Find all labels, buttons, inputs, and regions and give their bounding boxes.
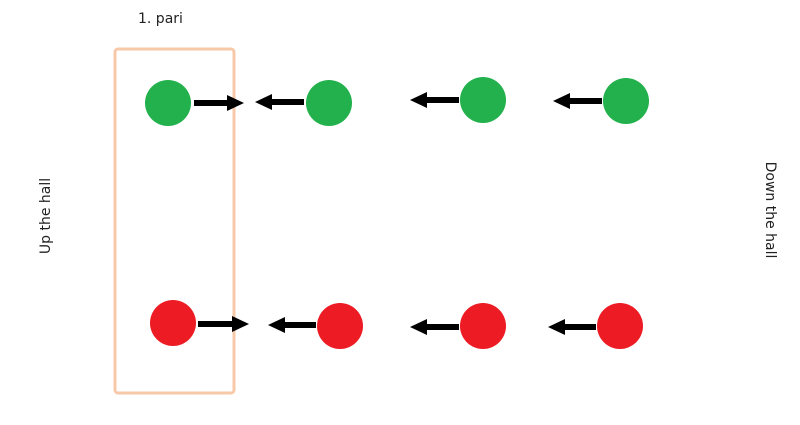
red-dot <box>150 300 196 346</box>
green-dot <box>603 78 649 124</box>
arrow-left <box>410 319 459 335</box>
red-dot <box>317 303 363 349</box>
arrow-left <box>553 93 602 109</box>
green-dot <box>306 80 352 126</box>
arrow-left <box>548 319 596 335</box>
arrow-right <box>194 95 244 111</box>
arrow-left <box>410 92 459 108</box>
red-dot <box>460 303 506 349</box>
green-dot <box>460 77 506 123</box>
red-dot <box>597 303 643 349</box>
pair-label: 1. pari <box>138 11 183 27</box>
arrow-right <box>198 316 249 332</box>
first-pair-box <box>113 47 236 395</box>
arrow-left <box>255 94 304 110</box>
green-dot <box>145 80 191 126</box>
arrow-left <box>268 317 316 333</box>
